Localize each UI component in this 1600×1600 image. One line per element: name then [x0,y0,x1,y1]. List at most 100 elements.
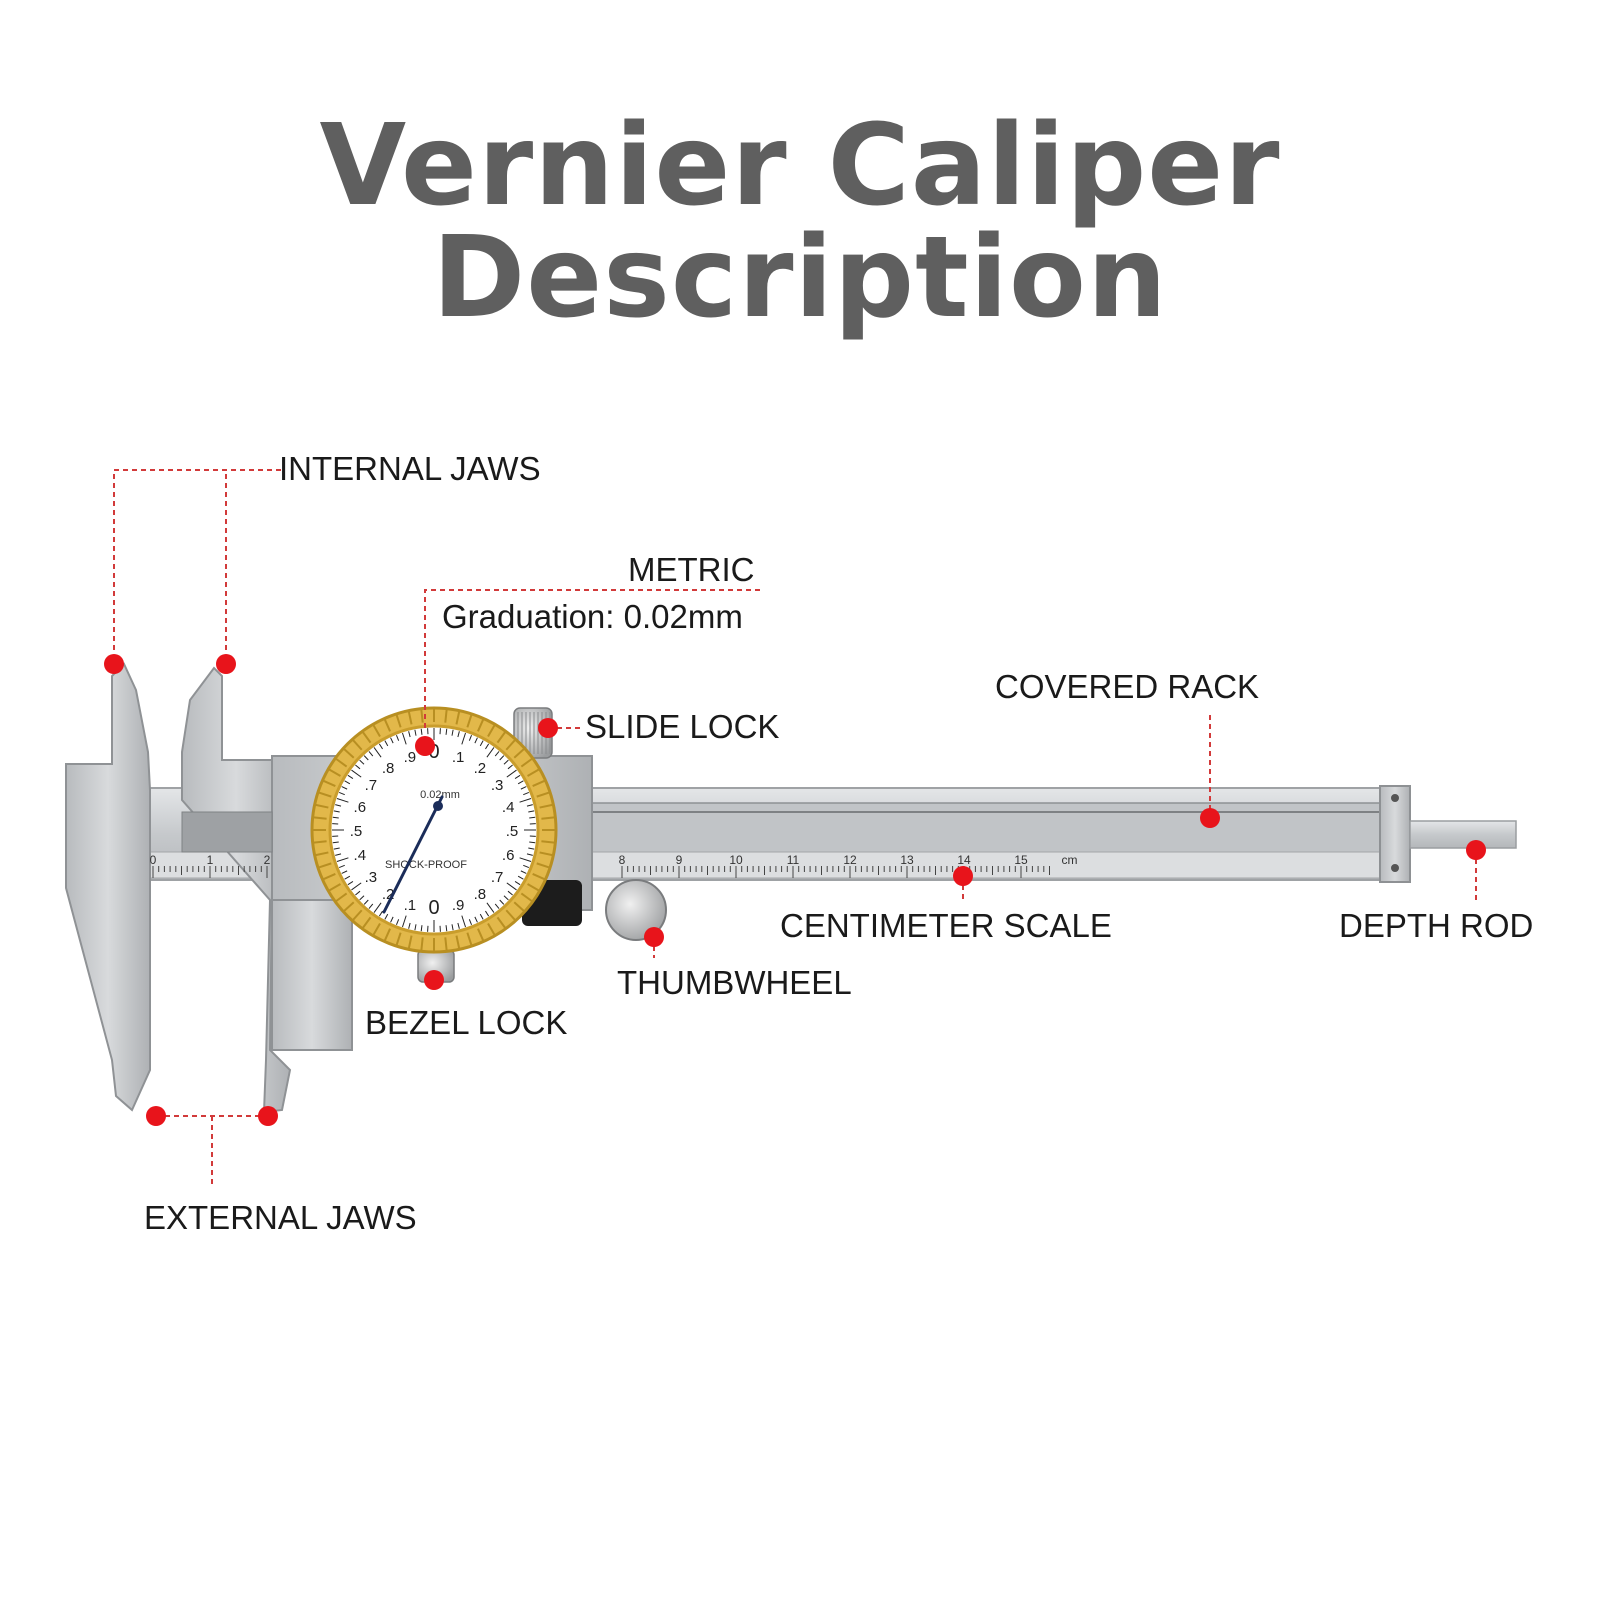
dial-tick [351,882,362,891]
dial-tick [341,786,348,790]
dial-tick [390,737,394,744]
dial-tick [523,791,530,796]
scale-number: 8 [619,853,626,867]
bezel-tooth [383,719,391,732]
label-thumbwheel: THUMBWHEEL [617,964,852,1001]
dial-tick [499,755,505,761]
bezel-tooth [496,916,506,929]
covered-rack-channel [589,802,1381,856]
bezel-tooth [372,724,381,737]
bezel-tooth [362,916,372,929]
bezel-tooth [315,851,329,857]
dial-resolution: 0.02mm [420,789,460,801]
dial-number: .1 [452,749,465,766]
dial-tick [347,881,354,886]
dial-tick [519,857,532,862]
dial-tick [355,890,361,896]
dial-tick [526,804,533,807]
dial-tick [507,890,513,896]
bezel-tooth [532,873,545,881]
dial-tick [384,740,389,747]
bezel-tooth [395,714,402,728]
depth-rod [1409,820,1517,849]
bezel-tooth [335,758,348,768]
dial-number: .2 [474,760,487,777]
bezel-tooth [496,731,506,744]
dial-tick [368,903,374,909]
dial-tick [420,925,423,932]
dial-tick [363,899,369,905]
bezel-tooth [513,748,525,759]
marker-covered-rack [1200,808,1220,828]
bezel-tooth [487,923,496,936]
bezel-tooth [527,883,540,892]
bezel-tooth [541,840,555,844]
dial-tick [414,729,417,736]
dial-number: .7 [491,869,504,886]
scale-number: 0 [150,853,157,867]
dial-tick [384,913,389,920]
bezel-tooth [520,758,533,768]
bezel-tooth [335,892,348,902]
dial-tick [378,743,383,750]
dial-number: .9 [404,749,417,766]
dial-number: 0 [428,897,439,919]
dial-tick [451,729,454,736]
dial-tick [395,919,400,926]
marker-external-jaw-right [258,1106,278,1126]
dial-number: .1 [404,897,417,914]
bezel-tooth [328,768,341,777]
bezel-tooth [313,840,327,844]
bezel-tooth [455,711,461,725]
dial-tick [363,755,369,761]
dial-tick [457,922,460,929]
dial-tick [344,875,351,880]
bezel-tooth [539,851,553,857]
label-bezel-lock: BEZEL LOCK [365,1004,568,1041]
bezel-tooth [352,909,363,921]
dial-tick [494,751,500,757]
bezel-tooth [466,932,473,946]
label-internal-jaws: INTERNAL JAWS [279,450,541,487]
dial-tick [519,798,532,803]
dial-tick [333,847,340,850]
dial-tick [485,743,490,750]
label-metric: METRIC [628,551,755,588]
dial-tick [333,810,340,813]
scale-unit: cm [1062,853,1078,867]
dial-tick [335,853,342,856]
dial-tick [344,780,351,785]
label-depth-rod: DEPTH ROD [1339,907,1534,944]
dial-number: .5 [506,823,519,840]
dial-tick [520,786,527,790]
bezel-tooth [343,901,355,912]
bezel-tooth [383,928,391,941]
dial-tick [506,769,517,778]
dial-tick [517,780,524,785]
dial-tick [395,734,400,741]
bezel-tooth [362,731,372,744]
bezel-tooth [318,862,332,869]
dial-tick [486,902,495,913]
label-external-jaws: EXTERNAL JAWS [144,1199,417,1236]
dial-number: .6 [502,847,515,864]
leader-internal-jaws [113,469,281,650]
leader-metric [424,589,762,728]
dial-number: .6 [354,799,367,816]
dial-tick [359,895,365,901]
bezel-tooth [395,932,402,946]
dial-number: .8 [474,886,487,903]
scale-number: 10 [729,853,743,867]
marker-thumbwheel [644,927,664,947]
bezel-tooth [372,923,381,936]
scale-number: 2 [264,853,271,867]
dial-number: .4 [502,799,515,816]
dial-number: .9 [452,897,465,914]
bezel-tooth [407,711,413,725]
dial-number: .3 [491,777,504,794]
dial-tick [523,864,530,869]
dial-number: .7 [365,777,378,794]
marker-metric [415,736,435,756]
bezel-tooth [313,816,327,820]
dial-number: .3 [365,869,378,886]
